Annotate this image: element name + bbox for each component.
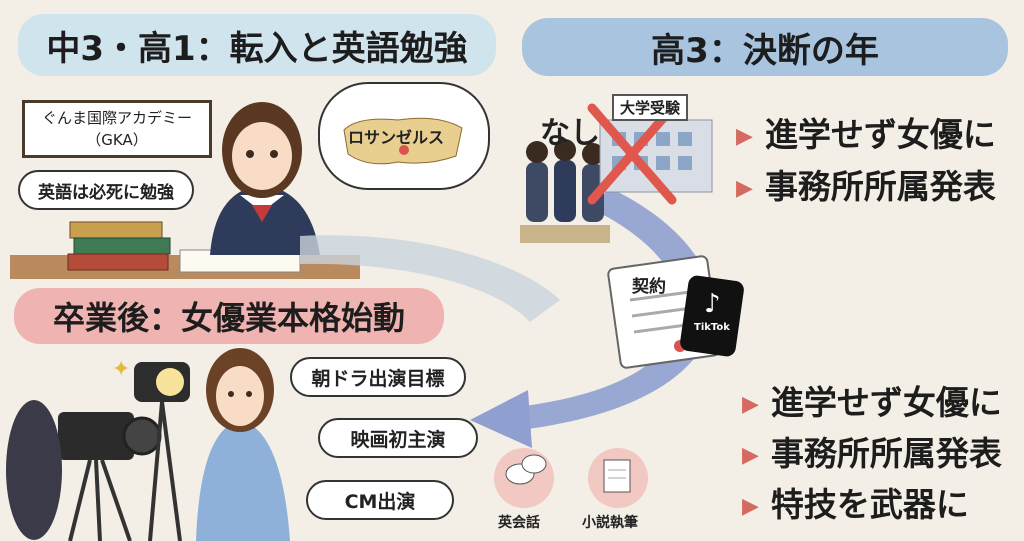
los-angeles-label: ロサンゼルス xyxy=(348,128,445,147)
usa-map-icon xyxy=(343,117,463,165)
skill-label-english: 英会話 xyxy=(498,515,540,531)
study-speech-bubble: 英語は必死に勉強 xyxy=(18,170,194,210)
writing-paper-icon xyxy=(588,448,648,508)
students-figure xyxy=(520,139,610,243)
svg-text:✦: ✦ xyxy=(112,357,130,382)
school-sign: ぐんま国際アカデミー （GKA） xyxy=(22,100,212,158)
section-title-after-graduation: 卒業後：女優業本格始動 xyxy=(14,288,444,344)
triangle-marker-icon: ▶ xyxy=(736,124,753,149)
senior-bullet-1: ▶進学せず女優に xyxy=(736,115,996,154)
cross-mark-icon xyxy=(587,103,677,205)
result-bullet-3: ▶特技を武器に xyxy=(742,485,969,524)
arrow-to-bottom xyxy=(300,235,560,322)
books-icon xyxy=(67,221,171,271)
goal-bubble-movie: 映画初主演 xyxy=(318,418,478,458)
svg-text:♪: ♪ xyxy=(704,289,721,319)
spotlight-icon: ✦ xyxy=(112,357,190,541)
university-exam-sign: 大学受験 xyxy=(612,94,689,121)
goal-bubble-asadora: 朝ドラ出演目標 xyxy=(290,357,466,397)
arrow-to-graduation xyxy=(520,188,714,430)
chat-bubbles-icon xyxy=(494,448,554,508)
triangle-marker-icon: ▶ xyxy=(736,176,753,201)
school-sign-line2: （GKA） xyxy=(86,131,148,149)
result-bullet-2: ▶事務所所属発表 xyxy=(742,434,1002,473)
section-title-middle-school: 中3・高1：転入と英語勉強 xyxy=(18,14,496,76)
none-label: なし xyxy=(540,116,600,151)
triangle-marker-icon: ▶ xyxy=(742,494,759,519)
tiktok-label: TikTok xyxy=(694,322,730,333)
camera-icon xyxy=(6,400,162,541)
actress-figure xyxy=(196,348,290,541)
student-girl-figure xyxy=(210,102,320,255)
arrow-head xyxy=(470,390,532,448)
section-title-senior-year: 高3：決断の年 xyxy=(522,18,1008,76)
senior-bullet-2: ▶事務所所属発表 xyxy=(736,167,996,206)
triangle-marker-icon: ▶ xyxy=(742,392,759,417)
result-bullet-1: ▶進学せず女優に xyxy=(742,383,1002,422)
contract-label: 契約 xyxy=(632,277,666,297)
goal-bubble-cm: CM出演 xyxy=(306,480,454,520)
triangle-marker-icon: ▶ xyxy=(742,443,759,468)
tiktok-phone-icon: ♪ xyxy=(680,275,744,357)
skill-label-novel: 小説執筆 xyxy=(582,515,638,531)
school-sign-line1: ぐんま国際アカデミー xyxy=(41,109,192,127)
